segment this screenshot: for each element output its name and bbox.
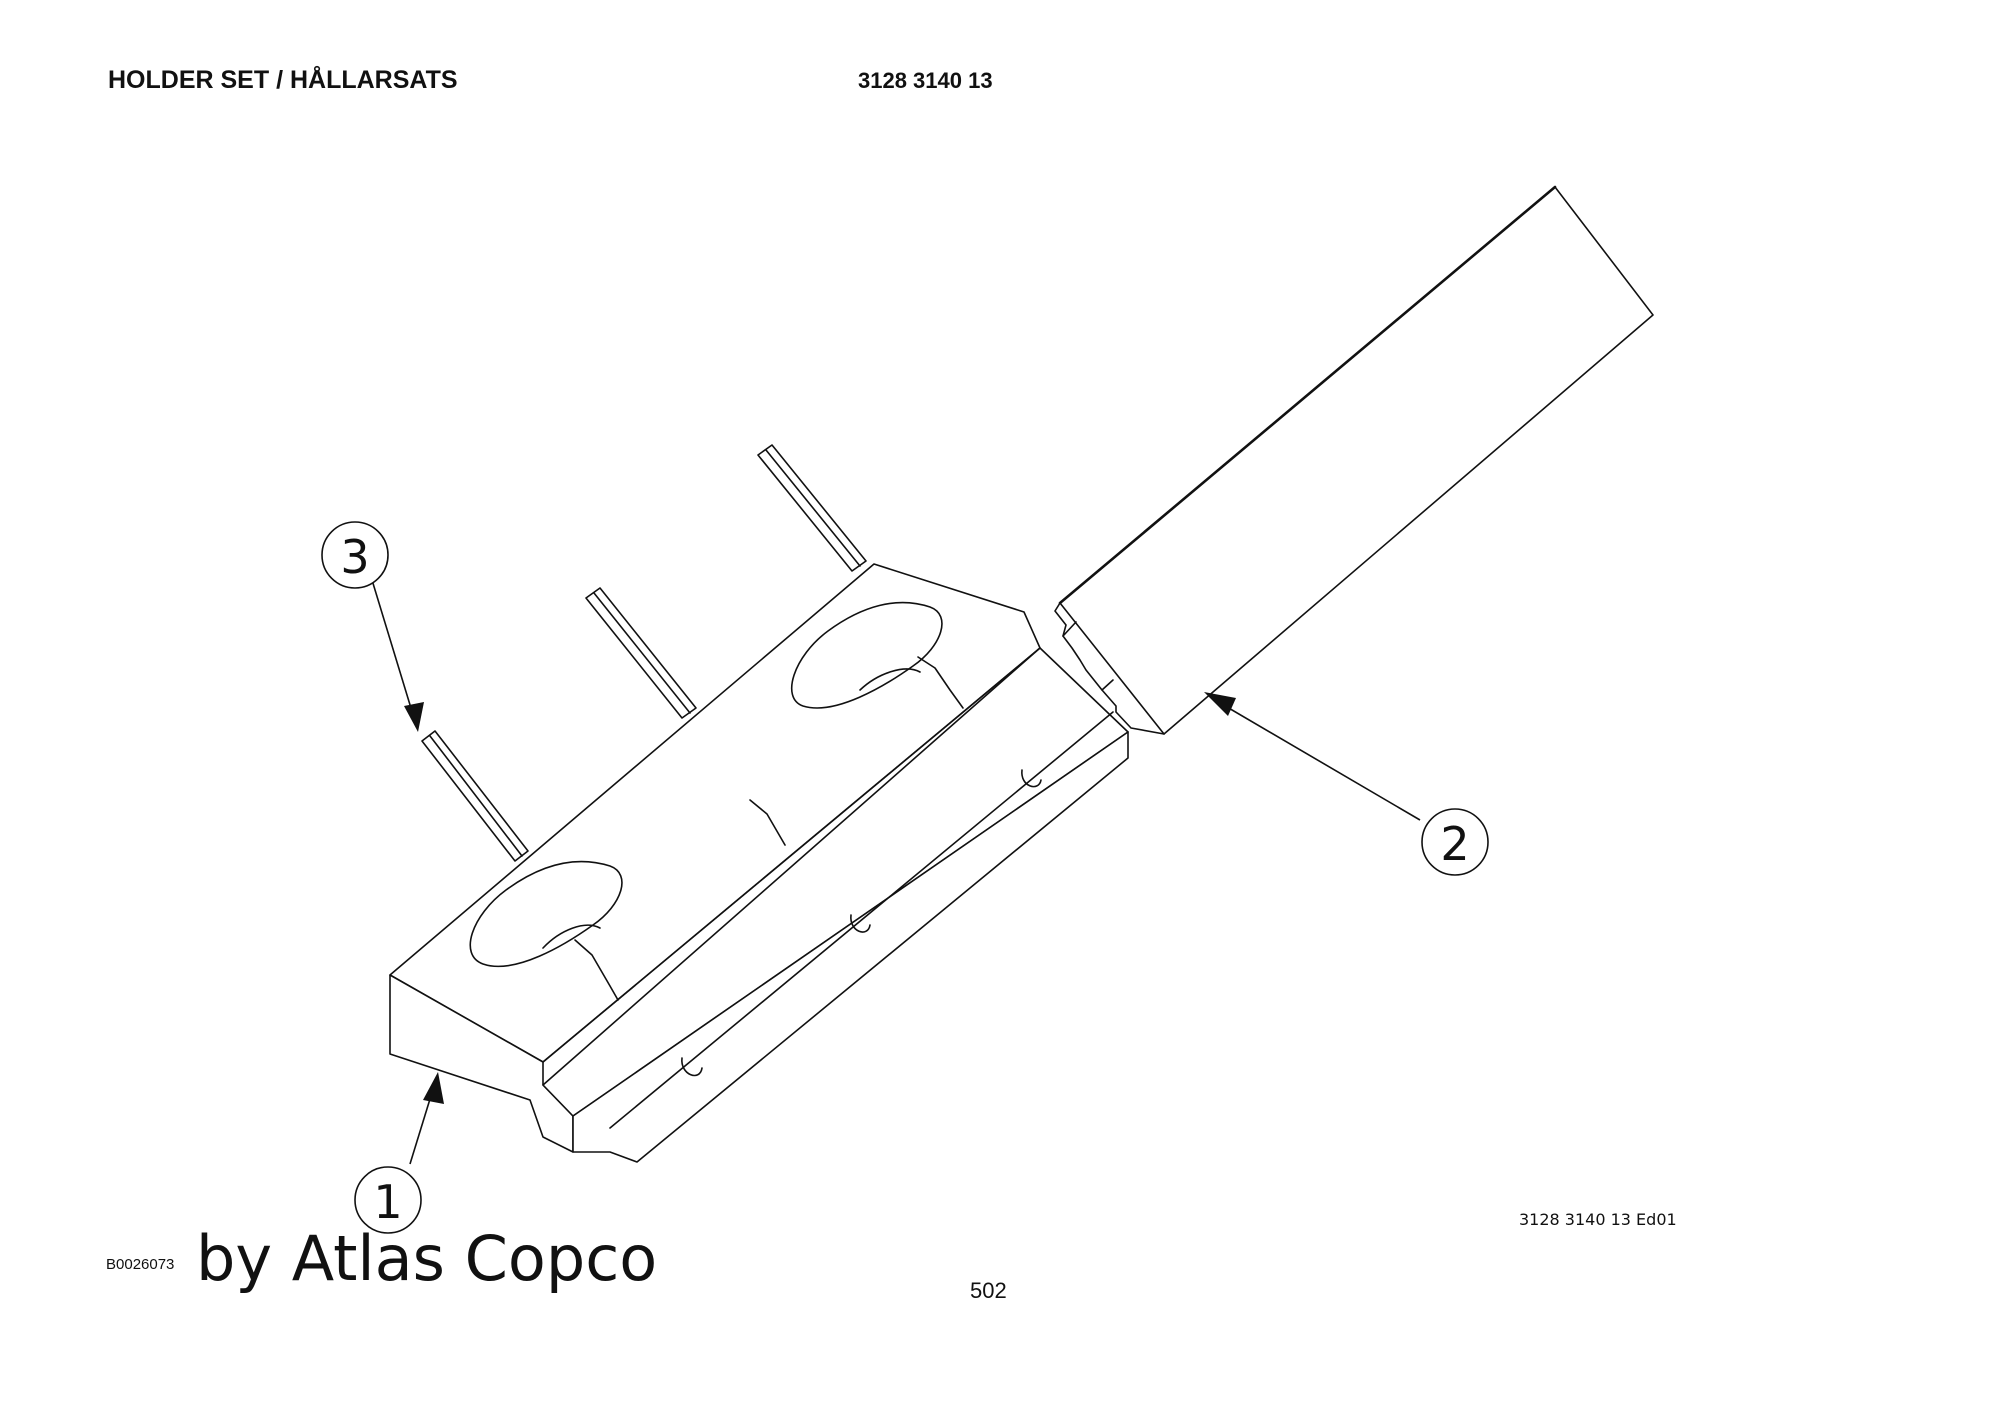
pin-part-2: [585, 587, 697, 719]
image-id: B0026073: [106, 1256, 175, 1273]
callout-leaders: [371, 579, 1421, 1165]
callout-bubble-1: 1: [354, 1166, 422, 1234]
callout-number-2: 2: [1440, 817, 1469, 871]
page-number: 502: [970, 1278, 1007, 1303]
header-part-number: 3128 3140 13: [858, 68, 993, 93]
pin-part-1: [421, 730, 529, 862]
bar-part: [1054, 185, 1654, 735]
callout-bubble-2: 2: [1421, 808, 1489, 876]
callout-number-3: 3: [340, 530, 369, 584]
callout-bubble-3: 3: [321, 521, 389, 589]
callout-number-1: 1: [373, 1175, 402, 1229]
edition-label: 3128 3140 13 Ed01: [1519, 1210, 1677, 1229]
holder-block-part: [389, 563, 1129, 1163]
pin-part-3: [757, 444, 867, 572]
page-title: HOLDER SET / HÅLLARSATS: [108, 66, 458, 94]
watermark-text: by Atlas Copco: [196, 1222, 658, 1295]
